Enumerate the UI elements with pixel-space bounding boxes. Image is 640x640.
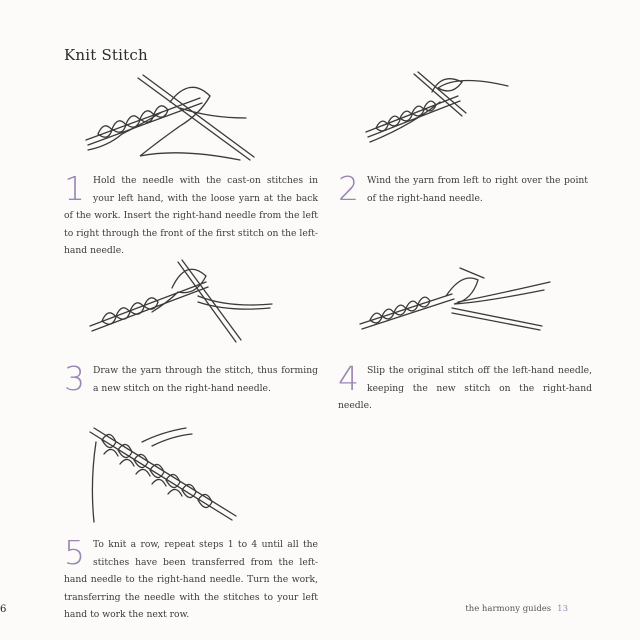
step-3: 3 Draw the yarn through the stitch, thus … [64,362,318,397]
illustration-step-3 [89,259,273,343]
step-2: 2 Wind the yarn from left to right over t… [338,172,588,207]
illustration-step-4 [359,267,551,331]
page-title: Knit Stitch [64,46,148,64]
step-1-number: 1 [64,169,85,208]
page-number: 13 [557,604,568,614]
step-5-text: To knit a row, repeat steps 1 to 4 until… [64,539,318,621]
step-4-text: Slip the original stitch off the left-ha… [338,365,592,412]
step-5-number: 5 [64,533,85,572]
step-2-text: Wind the yarn from left to right over th… [367,175,588,204]
step-3-text: Draw the yarn through the stitch, thus f… [93,365,318,394]
footer: the harmony guides 13 [465,604,568,614]
illustration-step-1 [85,74,255,161]
footer-series: the harmony guides [465,604,552,614]
edge-page-mark: 6 [0,604,7,615]
step-4-number: 4 [338,359,359,398]
illustration-step-5 [89,427,237,523]
step-2-number: 2 [338,169,359,208]
step-3-number: 3 [64,359,85,398]
step-1-text: Hold the needle with the cast-on stitche… [64,175,318,257]
illustration-step-2 [365,71,509,143]
